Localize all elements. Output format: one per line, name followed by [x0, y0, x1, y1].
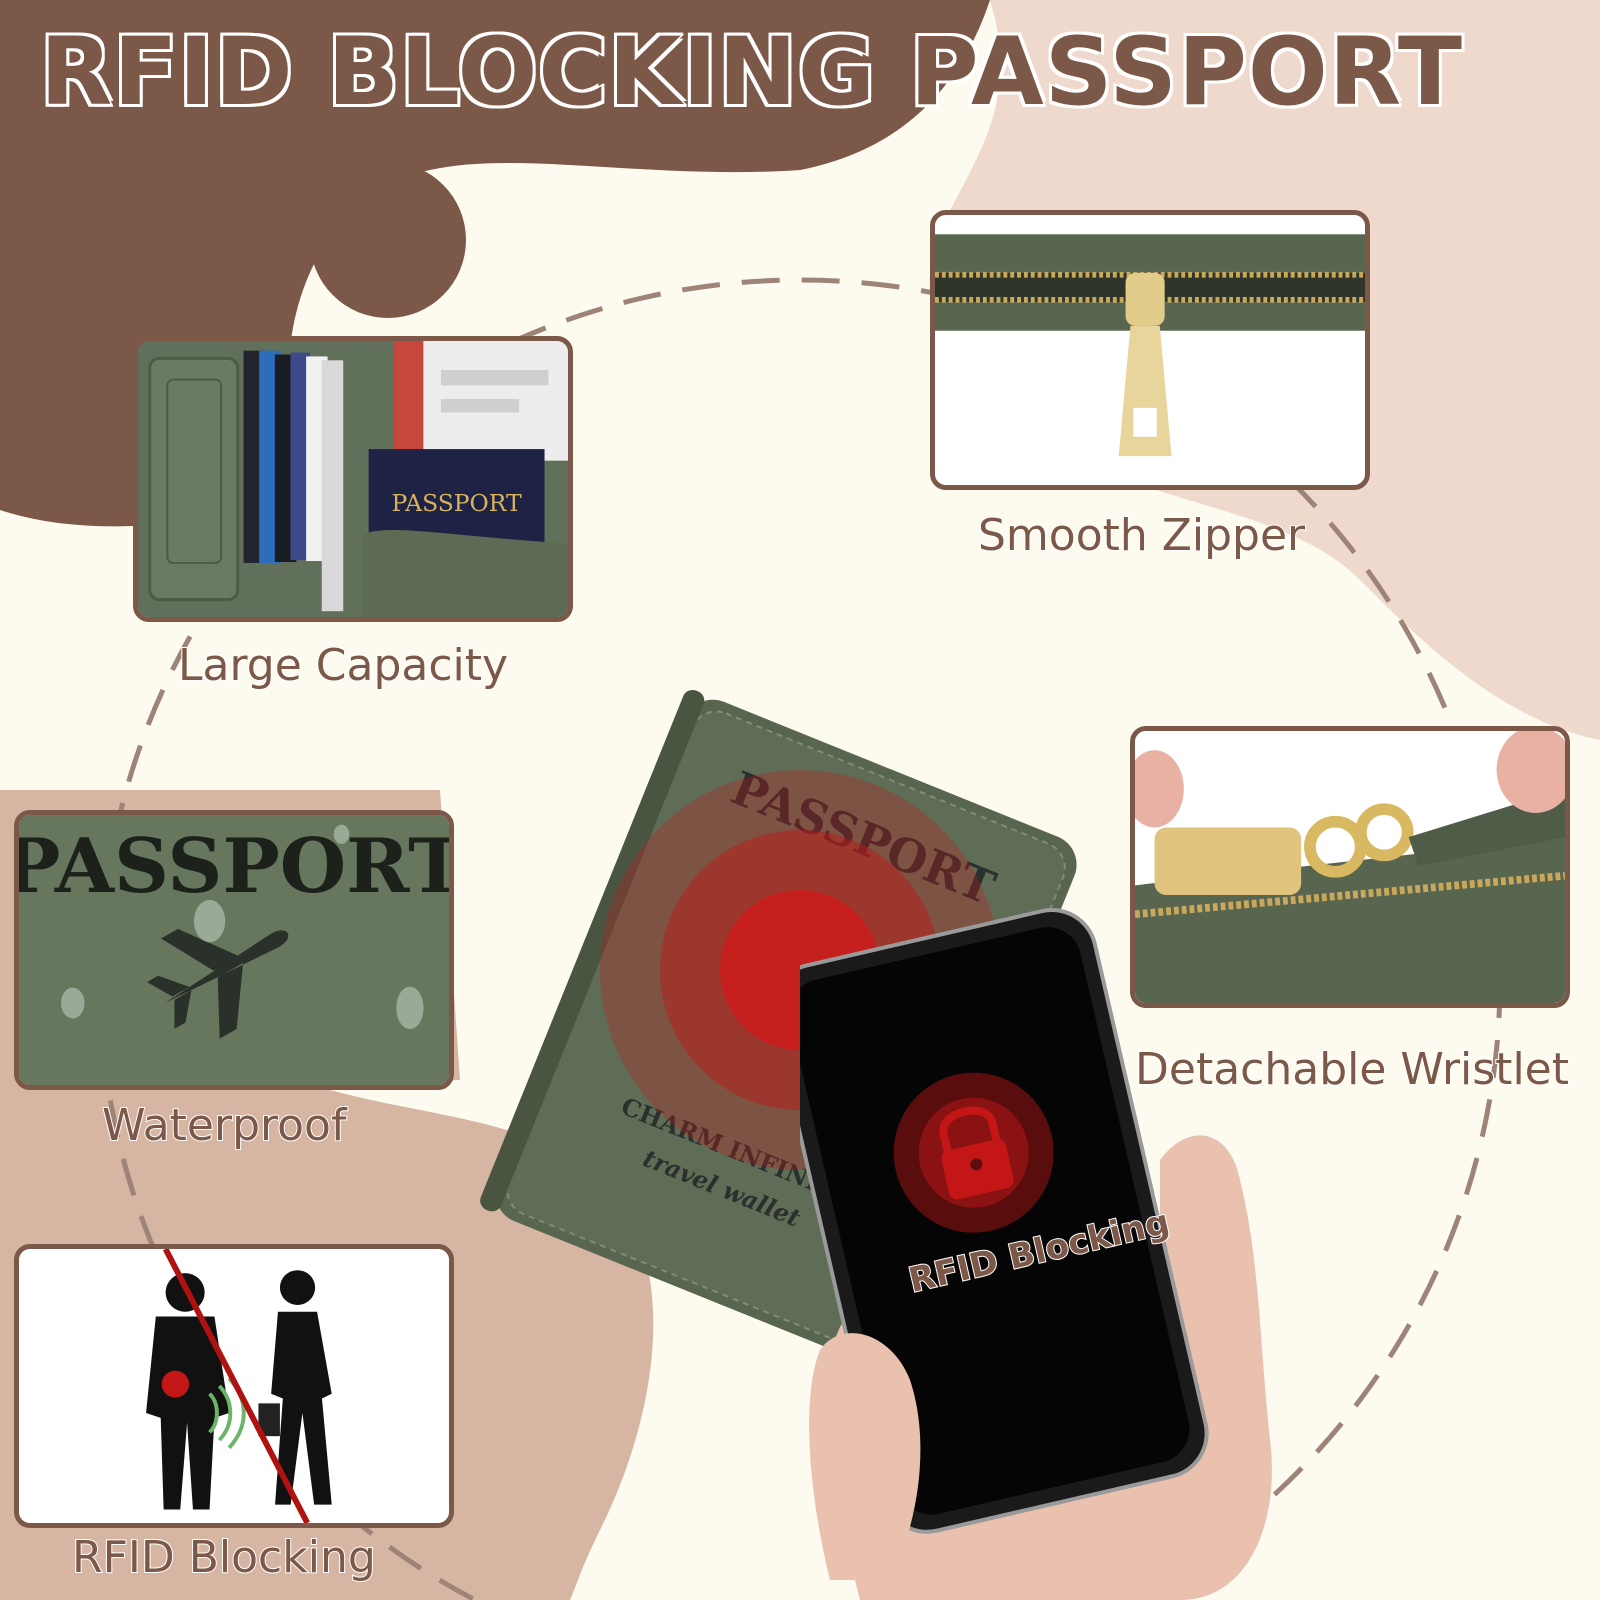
rfid-signal-icon: [161, 1370, 190, 1398]
smooth-zipper-photo: [930, 210, 1370, 490]
silhouette-woman: [258, 1270, 332, 1505]
feature-label-smooth-zipper: Smooth Zipper: [977, 509, 1306, 562]
lock-icon: [939, 1106, 1014, 1200]
feature-label-detachable-wristlet: Detachable Wristlet: [1134, 1043, 1570, 1096]
waterproof-cover-word: PASSPORT: [19, 822, 449, 910]
headline-title: RFID BLOCKING PASSPORT: [38, 17, 1464, 129]
thumb: [809, 1333, 921, 1580]
passport-booklet-word: PASSPORT: [392, 490, 523, 517]
rfid-blocking-illustration: [14, 1244, 454, 1528]
large-capacity-photo: PASSPORT: [133, 336, 573, 622]
detachable-wristlet-photo: [1130, 726, 1570, 1008]
waterproof-photo: PASSPORT: [14, 810, 454, 1090]
phone-in-hand: [800, 907, 1272, 1600]
feature-label-waterproof: Waterproof: [101, 1099, 347, 1152]
brown-dot: [310, 162, 466, 318]
airplane-icon: [147, 928, 289, 1039]
feature-label-rfid-blocking: RFID Blocking: [71, 1531, 377, 1584]
feature-label-large-capacity: Large Capacity: [177, 639, 509, 692]
